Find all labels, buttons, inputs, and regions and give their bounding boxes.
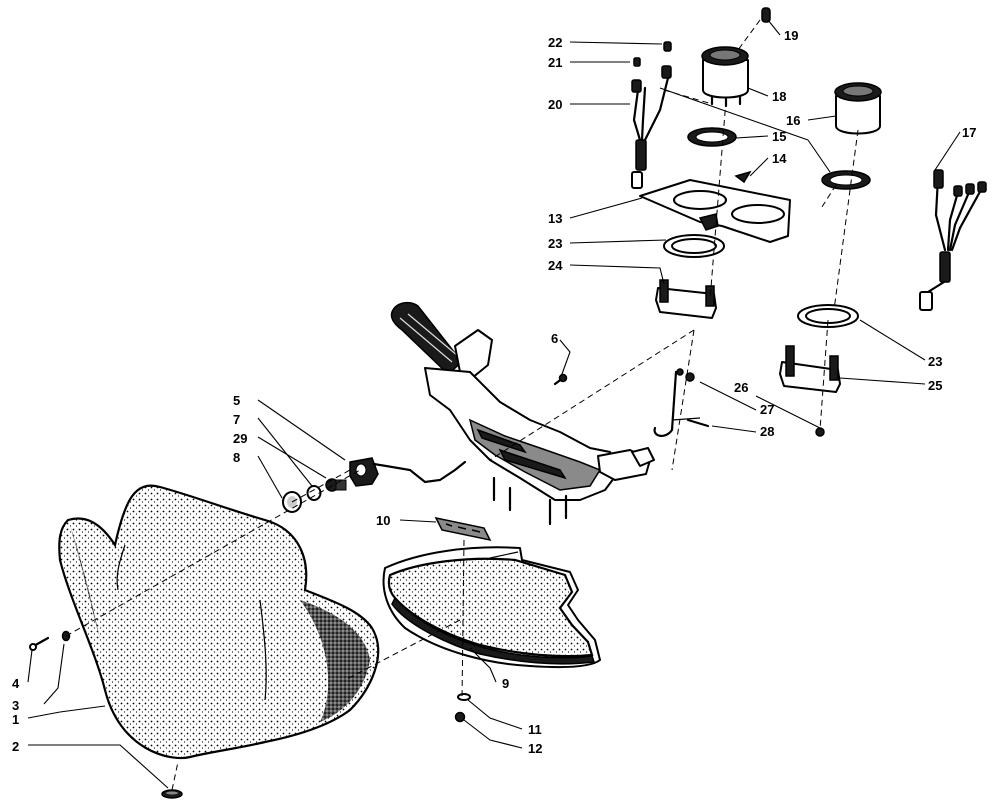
- callout-4: 4: [12, 676, 20, 691]
- callout-25: 25: [928, 378, 942, 393]
- screw-part: [29, 636, 50, 651]
- callout-13: 13: [548, 211, 562, 226]
- ring-part-23b: [797, 304, 859, 328]
- callout-2: 2: [12, 739, 19, 754]
- callout-23a: 23: [548, 236, 562, 251]
- connector-part-22: [663, 41, 672, 52]
- callout-15: 15: [772, 129, 786, 144]
- bezel-part-15a: [687, 127, 737, 147]
- callout-6: 6: [551, 331, 558, 346]
- gauge-part-16: [834, 82, 882, 135]
- callout-19: 19: [784, 28, 798, 43]
- callout-24: 24: [548, 258, 563, 273]
- ring-part-23a: [663, 234, 725, 258]
- nut-part-12: [454, 711, 466, 723]
- callout-20: 20: [548, 97, 562, 112]
- bracket-part-5: [349, 457, 467, 487]
- callout-27: 27: [760, 402, 774, 417]
- nut-part-26: [685, 372, 695, 382]
- callout-17: 17: [962, 125, 976, 140]
- callout-18: 18: [772, 89, 786, 104]
- callout-7: 7: [233, 412, 240, 427]
- bulb-part-19: [761, 7, 771, 23]
- grip-part: [161, 789, 183, 799]
- callout-28: 28: [760, 424, 774, 439]
- dash-panel-part: [382, 546, 601, 669]
- washer-part-11: [457, 693, 471, 701]
- clip-part-24: [655, 279, 717, 319]
- wire-harness-part-20: [631, 65, 672, 189]
- steering-frame-part: [390, 301, 655, 526]
- plate-part: [434, 516, 492, 542]
- connector-part-21: [633, 57, 641, 67]
- gauge-part-18: [701, 46, 749, 108]
- callout-11: 11: [528, 722, 542, 737]
- nut-part-29: [325, 478, 347, 492]
- callout-12: 12: [528, 741, 542, 756]
- callout-23b: 23: [928, 354, 942, 369]
- callout-21: 21: [548, 55, 562, 70]
- callout-3: 3: [12, 698, 19, 713]
- leader-lines: [27, 19, 961, 789]
- callout-29: 29: [233, 431, 247, 446]
- washer-part-7: [306, 485, 322, 501]
- cable-part-27: [653, 368, 710, 437]
- callout-5: 5: [233, 393, 240, 408]
- mounting-plate-part-13: [639, 179, 791, 243]
- callout-16: 16: [786, 113, 800, 128]
- callout-26: 26: [734, 380, 748, 395]
- callout-1: 1: [12, 712, 19, 727]
- assembly-guide-lines: [65, 19, 859, 791]
- callout-14: 14: [772, 151, 787, 166]
- wire-harness-part-17: [919, 169, 987, 311]
- clip-part-25: [779, 345, 841, 393]
- windshield-part: [58, 484, 380, 760]
- callout-9: 9: [502, 676, 509, 691]
- indicator-part-14: [734, 170, 752, 184]
- callout-22: 22: [548, 35, 562, 50]
- callout-labels: 1 2 3 4 5 6 7 8 9 10 11 12 13 14 15 16 1…: [12, 28, 976, 756]
- callout-8: 8: [233, 450, 240, 465]
- callout-10: 10: [376, 513, 390, 528]
- bezel-part-15b: [821, 170, 871, 190]
